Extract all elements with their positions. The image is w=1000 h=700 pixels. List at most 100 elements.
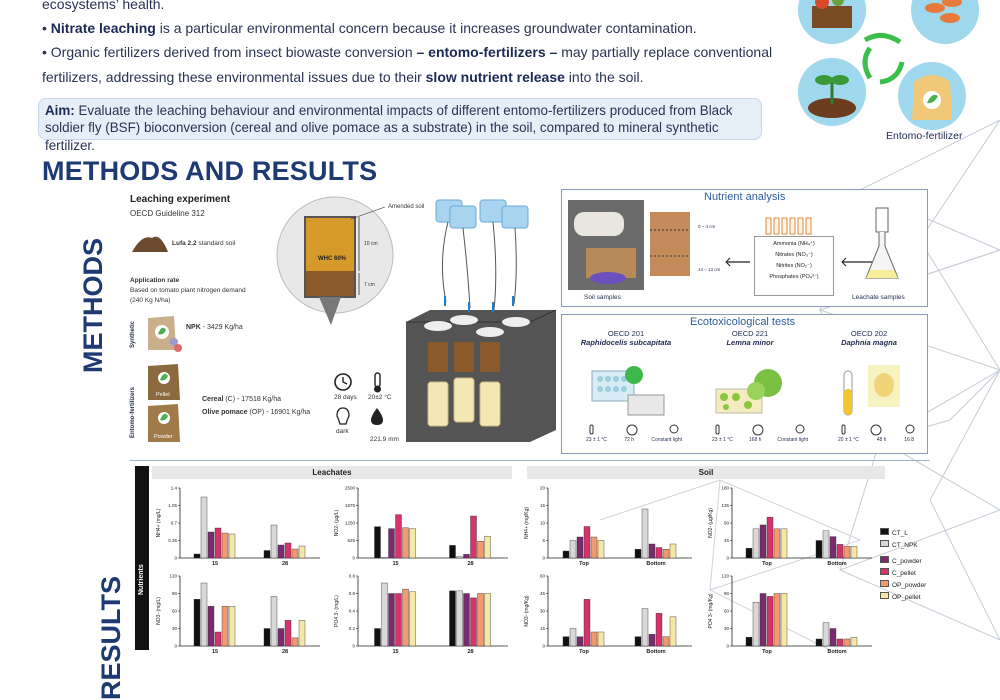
intro-bullet-2: • Organic fertilizers derived from insec… bbox=[42, 44, 773, 86]
bar bbox=[449, 545, 456, 559]
y-tick-label: 0.6 bbox=[349, 591, 356, 596]
y-tick-label: 20 bbox=[540, 486, 546, 491]
bar bbox=[193, 599, 201, 647]
y-tick-label: 0.7 bbox=[171, 521, 178, 526]
y-tick-label: 5 bbox=[542, 538, 545, 543]
bar bbox=[221, 606, 229, 647]
y-tick-label: 30 bbox=[540, 609, 546, 614]
legend-label: OP_pellet bbox=[892, 594, 921, 601]
bar bbox=[759, 524, 767, 559]
bar bbox=[374, 526, 381, 559]
soil-name: Lufa 2.2 bbox=[172, 240, 197, 247]
days-label: 28 days bbox=[334, 394, 357, 401]
legend-label: CT_NPK bbox=[892, 542, 918, 549]
nutrient-item-ammonia: Ammonia (NH₄⁺) bbox=[773, 241, 815, 247]
test-2-code: OECD 221 bbox=[731, 329, 769, 338]
bar bbox=[200, 582, 208, 647]
bar bbox=[228, 606, 236, 647]
results-vertical-label: RESULTS bbox=[96, 575, 126, 700]
legend-swatch bbox=[880, 556, 889, 563]
bar bbox=[263, 628, 271, 647]
bar bbox=[836, 638, 844, 647]
y-tick-label: 0 bbox=[726, 644, 729, 649]
aim-text: Evaluate the leaching behaviour and envi… bbox=[45, 103, 733, 153]
bar bbox=[597, 540, 605, 559]
cereal-rate: Cereal (C) - 17518 Kg/ha bbox=[202, 396, 281, 403]
lemna-plate-icon bbox=[715, 369, 782, 414]
bar bbox=[456, 590, 463, 647]
bar bbox=[284, 620, 292, 647]
y-tick-label: 120 bbox=[169, 574, 177, 579]
x-tick-label: Top bbox=[762, 561, 772, 567]
test-2-light: Constant light bbox=[777, 437, 808, 443]
olive-text: (OP) - 16901 Kg/ha bbox=[247, 409, 311, 416]
y-tick-label: 0 bbox=[542, 556, 545, 561]
x-tick-label: Top bbox=[579, 561, 589, 567]
legend-item: OP_powder bbox=[880, 580, 926, 590]
recycle-arrows-icon bbox=[862, 33, 905, 85]
legend-item: OP_pellet bbox=[880, 592, 921, 602]
bulb-icon bbox=[336, 407, 350, 425]
bar bbox=[583, 599, 591, 647]
bar bbox=[298, 620, 306, 647]
methods-vertical-label: METHODS bbox=[78, 238, 108, 373]
y-axis-label: PO4 3- (mg/L) bbox=[334, 595, 340, 627]
x-tick-label: 28 bbox=[282, 649, 288, 655]
y-tick-label: 90 bbox=[172, 591, 178, 596]
y-tick-label: 30 bbox=[724, 626, 730, 631]
entomo-fertilizer-cycle bbox=[798, 0, 979, 130]
bar bbox=[815, 638, 823, 647]
bar bbox=[477, 593, 484, 647]
y-axis-label: NH4+ (mg/L) bbox=[156, 508, 162, 537]
cereal-text: (C) - 17518 Kg/ha bbox=[223, 396, 281, 403]
bar bbox=[193, 553, 201, 559]
y-axis-label: NO2- (µg/L) bbox=[334, 509, 340, 536]
daphnia-tubes-icon bbox=[843, 365, 900, 416]
soil-sample-photo bbox=[568, 200, 644, 290]
test-1-light: Constant light bbox=[651, 437, 682, 443]
bar bbox=[477, 541, 484, 559]
y-tick-label: 60 bbox=[724, 609, 730, 614]
ecotox-test-1: OECD 201 Raphidocelis subcapitata bbox=[566, 329, 686, 347]
y-tick-label: 60 bbox=[172, 609, 178, 614]
bar bbox=[484, 593, 491, 647]
test-1-code: OECD 201 bbox=[607, 329, 645, 338]
bullet-2-text-c: may partially replace conventional ferti… bbox=[42, 44, 773, 86]
y-tick-label: 30 bbox=[172, 626, 178, 631]
legend-swatch bbox=[880, 580, 889, 587]
test-1-temp: 23 ± 1 °C bbox=[586, 437, 607, 443]
ecotox-test-3: OECD 202 Daphnia magna bbox=[814, 329, 924, 347]
app-rate-desc-1: Based on tomato plant nitrogen demand bbox=[130, 287, 246, 295]
condition-icons-row bbox=[589, 424, 915, 436]
ecotox-title: Ecotoxicological tests bbox=[690, 316, 796, 328]
npk-text: - 3429 Kg/ha bbox=[200, 324, 243, 331]
soil-core-diagram bbox=[650, 212, 690, 276]
bar bbox=[569, 540, 577, 559]
section-divider bbox=[130, 460, 930, 461]
bar bbox=[214, 631, 222, 647]
y-tick-label: 135 bbox=[721, 503, 729, 508]
y-tick-label: 0.8 bbox=[349, 574, 356, 579]
bar bbox=[409, 528, 416, 559]
flow-arrows bbox=[725, 257, 872, 267]
ecotox-panel: Ecotoxicological tests OECD 201 Raphidoc… bbox=[561, 314, 928, 454]
bar bbox=[402, 527, 409, 559]
nutrient-analysis-panel: Nutrient analysis 0 – 4 cm 14 – 13 cm Am… bbox=[561, 189, 928, 307]
y-tick-label: 60 bbox=[540, 574, 546, 579]
test-2-temp: 23 ± 1 °C bbox=[712, 437, 733, 443]
bar bbox=[850, 546, 858, 559]
y-tick-label: 15 bbox=[540, 626, 546, 631]
test-3-species: Daphnia magna bbox=[841, 338, 897, 347]
x-tick-label: 28 bbox=[467, 561, 473, 567]
bar bbox=[270, 524, 278, 559]
bar bbox=[745, 548, 753, 559]
bar bbox=[207, 606, 215, 647]
leaching-apparatus bbox=[406, 199, 557, 442]
bar bbox=[655, 547, 663, 559]
irrigation-bags bbox=[435, 199, 529, 229]
x-tick-label: 15 bbox=[392, 649, 398, 655]
bar bbox=[634, 636, 642, 647]
y-tick-label: 0 bbox=[726, 556, 729, 561]
leachates-header: Leachates bbox=[152, 466, 512, 479]
bar bbox=[395, 593, 402, 647]
